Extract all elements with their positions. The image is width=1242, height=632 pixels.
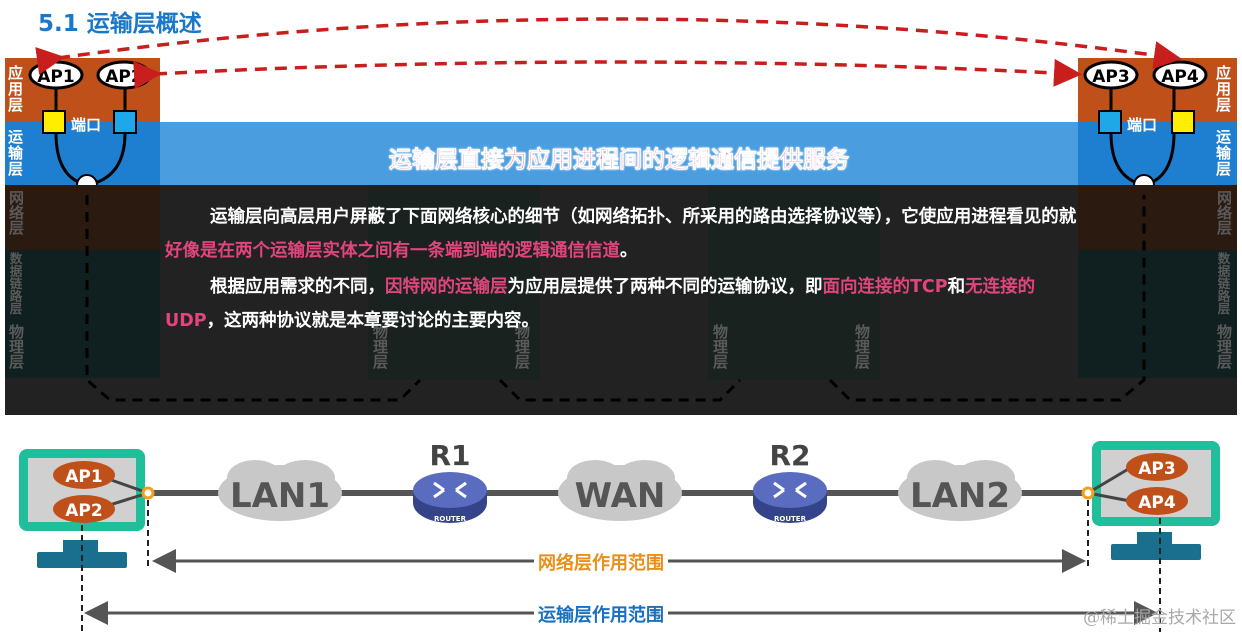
- physical-path: [85, 195, 1146, 402]
- right-transport-label: 运输层: [1216, 128, 1232, 178]
- interface-right: [1081, 486, 1095, 500]
- slide-title: 5.1 运输层概述: [38, 11, 202, 37]
- ap3-label: AP3: [1092, 67, 1129, 87]
- port-square-blue-right: [1098, 110, 1122, 134]
- cloud-wan: WAN: [558, 460, 682, 521]
- host-ap4: AP4: [1138, 493, 1176, 513]
- ap2-label: AP2: [105, 67, 142, 87]
- right-application-label: 应用层: [1216, 64, 1231, 114]
- left-datalink-label: 数据链路层: [7, 252, 23, 315]
- cloud-lan2: LAN2: [898, 460, 1022, 521]
- port-square-yellow-right: [1171, 110, 1195, 134]
- port-label-right: 端口: [1127, 116, 1157, 134]
- host-ap2: AP2: [65, 501, 102, 521]
- r1-right-physical-label: 物理层: [513, 324, 531, 369]
- logical-channel-arrow-inner: [133, 58, 1082, 90]
- watermark: @稀土掘金技术社区: [1083, 608, 1236, 628]
- right-physical-label: 物理层: [1215, 324, 1233, 369]
- logical-channel-arrow-outer: [35, 17, 1182, 75]
- cloud-lan1-label: LAN1: [230, 476, 330, 516]
- router-arrows-icon: [773, 481, 807, 499]
- cloud-wan-label: WAN: [575, 476, 666, 516]
- highlighted-text: 好像是在两个运输层实体之间有一条端到端的逻辑通信信道: [165, 241, 620, 261]
- banner-text: 运输层直接为应用进程间的逻辑通信提供服务: [389, 147, 850, 174]
- cloud-lan2-label: LAN2: [910, 476, 1010, 516]
- text-segment: 运输层向高层用户屏蔽了下面网络核心的细节（如网络拓扑、所采用的路由选择协议等），…: [210, 207, 1077, 227]
- faded-stacks: [5, 185, 1237, 380]
- host-right: AP3 AP4: [1081, 441, 1220, 560]
- port-square-yellow: [42, 110, 66, 134]
- cloud-lan1: LAN1: [218, 460, 342, 521]
- highlighted-text: 因特网的运输层: [385, 277, 508, 297]
- router-r2-label: ROUTER: [774, 515, 807, 523]
- left-network-label: 网络层: [7, 190, 25, 235]
- host-ap1: AP1: [65, 467, 102, 487]
- highlighted-text: 面向连接的TCP: [822, 277, 948, 297]
- interface-left: [141, 486, 155, 500]
- left-transport-label: 运输层: [8, 128, 24, 178]
- router-r1-label: ROUTER: [434, 515, 467, 523]
- r1-left-physical-label: 物理层: [371, 324, 389, 369]
- paragraph-1: 运输层向高层用户屏蔽了下面网络核心的细节（如网络拓扑、所采用的路由选择协议等），…: [165, 200, 1085, 268]
- scope-guides: [81, 500, 1161, 632]
- host-left: AP1 AP2: [19, 449, 155, 568]
- banner-band: [160, 122, 1078, 185]
- highlighted-text: 无连接的UDP: [165, 277, 1036, 331]
- text-segment: 根据应用需求的不同，: [210, 277, 385, 297]
- text-segment: 。: [620, 241, 638, 261]
- paragraph-2: 根据应用需求的不同，因特网的运输层为应用层提供了两种不同的运输协议，即面向连接的…: [165, 270, 1085, 338]
- network-scope-label: 网络层作用范围: [534, 549, 668, 575]
- left-application-label: 应用层: [8, 64, 23, 114]
- ap4-label: AP4: [1161, 67, 1199, 87]
- port-label-left: 端口: [71, 116, 101, 134]
- text-segment: ，这两种协议就是本章要讨论的主要内容。: [206, 311, 540, 331]
- router-r2-name: R2: [769, 439, 810, 472]
- left-physical-label: 物理层: [7, 324, 25, 369]
- layer-labels: 应用层 运输层 应用层 运输层: [8, 64, 1232, 178]
- router-arrows-icon: [433, 481, 467, 499]
- host-ap3: AP3: [1138, 459, 1175, 479]
- text-segment: 为应用层提供了两种不同的运输协议，即: [507, 277, 823, 297]
- transport-scope-label: 运输层作用范围: [534, 601, 668, 627]
- r2-right-physical-label: 物理层: [853, 324, 871, 369]
- overlay-panel: [5, 185, 1237, 415]
- router-r2: R2 ROUTER: [753, 439, 827, 523]
- right-datalink-label: 数据链路层: [1215, 252, 1231, 315]
- ap1-label: AP1: [37, 67, 74, 87]
- r2-left-physical-label: 物理层: [711, 324, 729, 369]
- right-network-label: 网络层: [1215, 190, 1233, 235]
- text-segment: 和: [947, 277, 966, 297]
- router-r1: R1 ROUTER: [413, 439, 487, 523]
- port-square-blue: [113, 110, 137, 134]
- router-r1-name: R1: [429, 439, 470, 472]
